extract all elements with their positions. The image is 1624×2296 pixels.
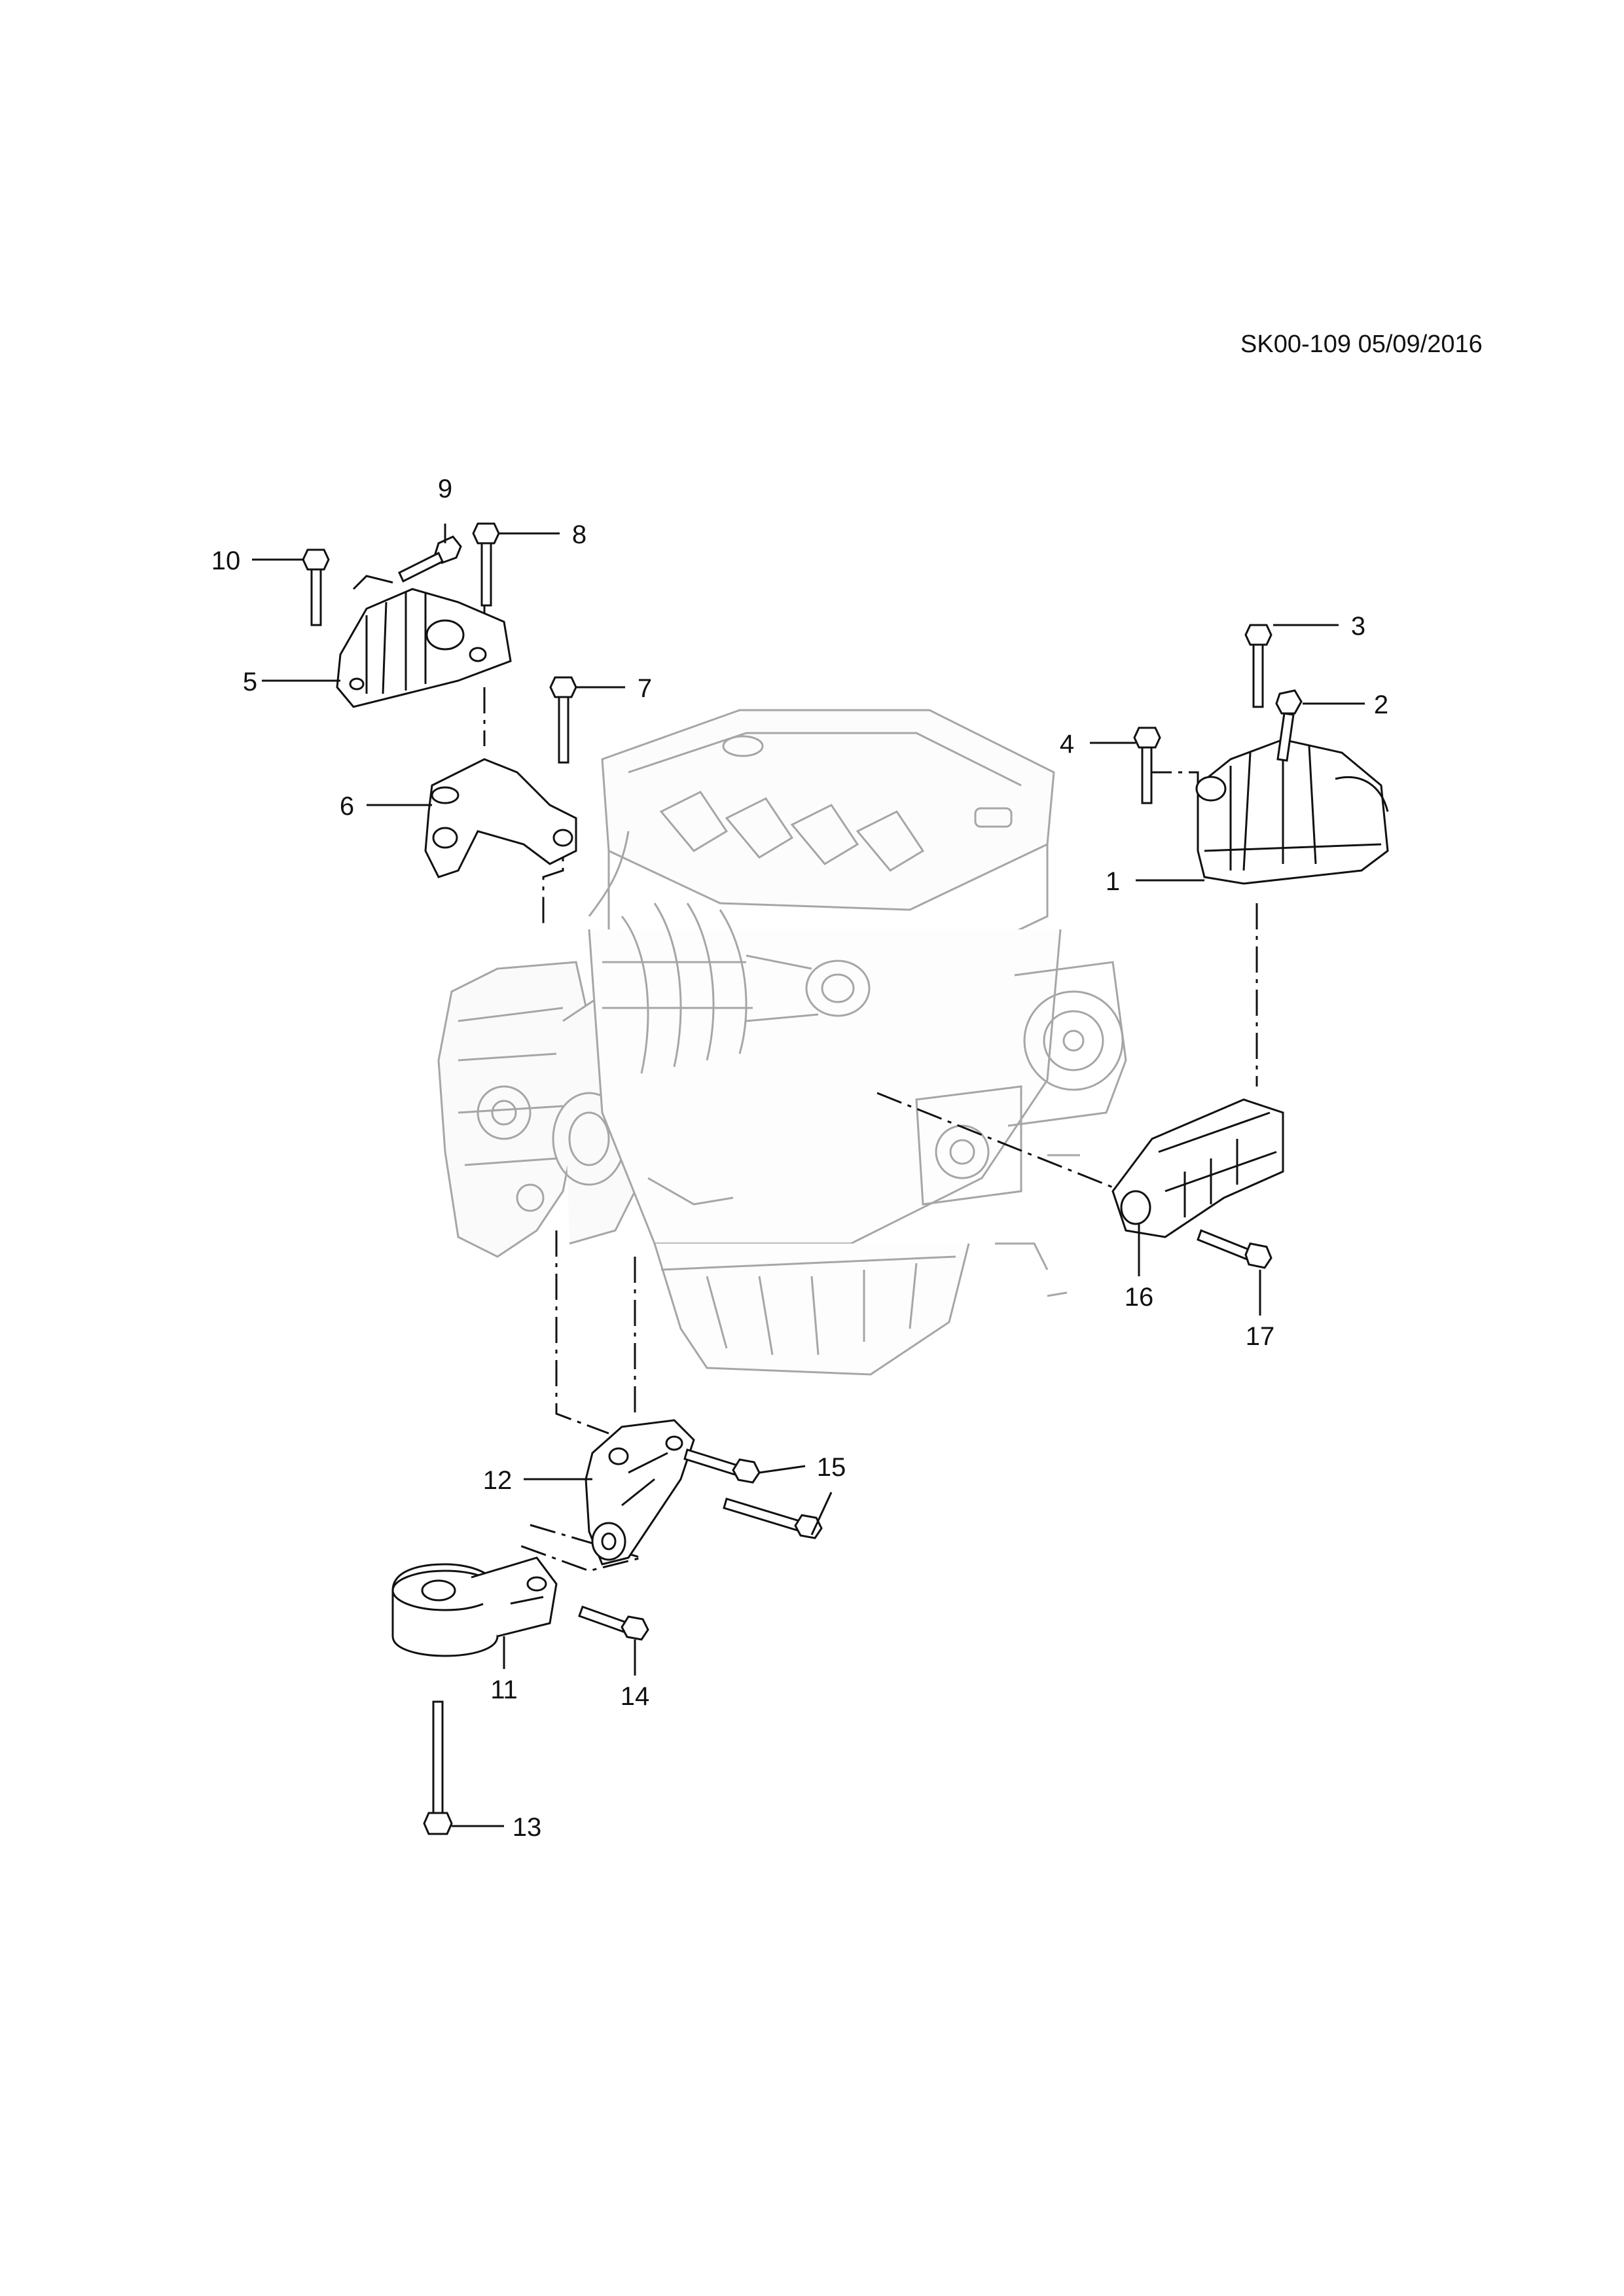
bolt-14 [578,1605,649,1641]
callout-4: 4 [1060,730,1074,759]
callout-14: 14 [621,1682,650,1711]
bolt-15b [723,1498,823,1539]
callout-11: 11 [490,1676,518,1704]
callout-8: 8 [572,520,586,549]
bolt-3 [1244,624,1272,708]
engine-assembly-illustration [437,709,1127,1376]
bolt-9 [398,535,462,583]
callout-16: 16 [1125,1283,1154,1312]
callout-17: 17 [1246,1322,1275,1351]
callout-12: 12 [483,1466,513,1495]
bolt-2 [1275,689,1303,762]
drawing-id-label: SK00-109 05/09/2016 [1240,331,1483,358]
callout-2: 2 [1374,691,1388,719]
callout-7: 7 [638,674,652,703]
leader-lines [252,524,1365,1827]
bolt-15a [683,1448,761,1484]
callout-1: 1 [1106,867,1120,896]
part-12-rear-mount-bracket [585,1419,695,1566]
bolt-13 [423,1700,453,1835]
callout-labels: 1 2 3 4 5 6 7 8 9 10 11 12 13 14 15 16 1… [211,475,1388,1842]
bolt-7 [549,676,577,764]
bolt-8 [472,522,500,607]
part-1-upper-mount-right [1195,738,1389,885]
callout-13: 13 [513,1813,542,1842]
bolts [302,522,1303,1835]
callout-5: 5 [243,668,257,696]
callout-6: 6 [340,792,354,821]
callout-15: 15 [817,1453,846,1482]
bolt-10 [302,548,330,626]
callout-9: 9 [438,475,452,503]
callout-10: 10 [211,547,241,575]
part-16-mount-bracket-right [1111,1098,1284,1238]
part-6-mount-bracket-left [424,758,577,878]
bolt-17 [1197,1229,1272,1269]
callout-3: 3 [1351,612,1365,641]
part-5-upper-mount-left [336,575,512,708]
bolt-4 [1133,726,1161,804]
part-11-lower-mount [391,1556,558,1657]
